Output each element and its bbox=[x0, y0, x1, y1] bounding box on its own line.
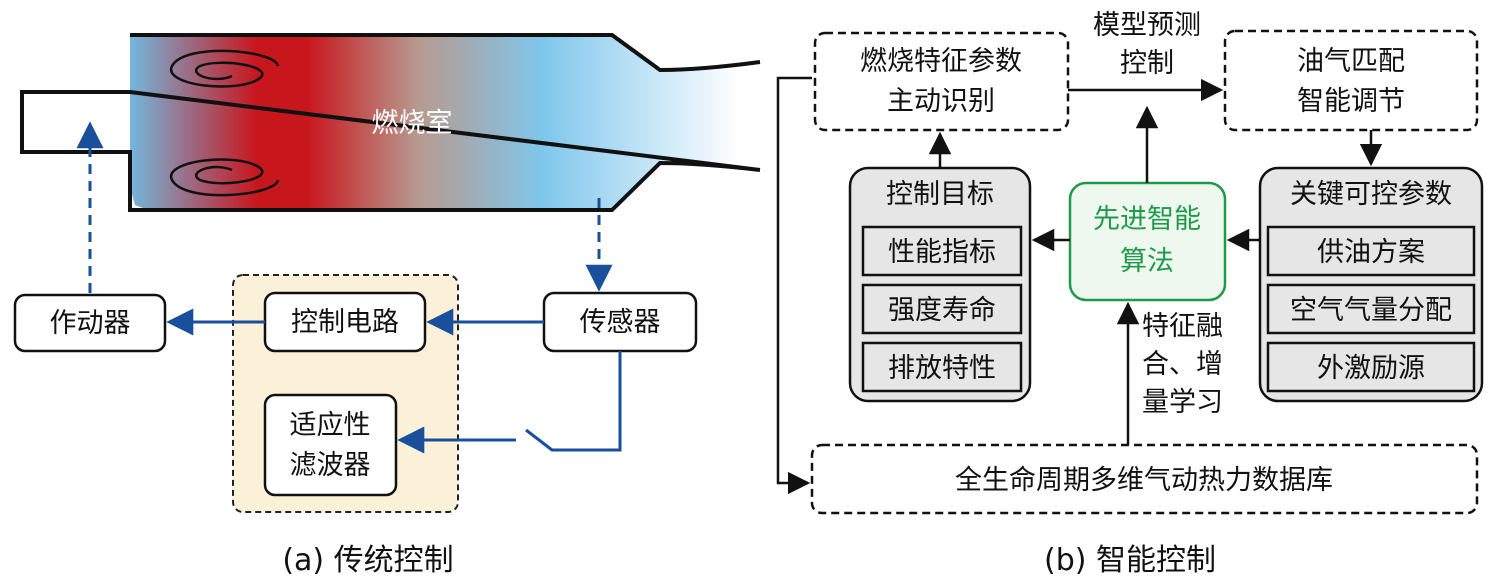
feature-fusion-label-2: 合、增 bbox=[1142, 349, 1223, 380]
control-target-item: 排放特性 bbox=[888, 353, 996, 384]
key-parameter-item: 空气气量分配 bbox=[1290, 295, 1452, 326]
key-parameters-box: 关键可控参数 供油方案 空气气量分配 外激励源 bbox=[1258, 166, 1484, 403]
svg-text:全生命周期多维气动热力数据库: 全生命周期多维气动热力数据库 bbox=[955, 465, 1333, 496]
caption-a: (a) 传统控制 bbox=[282, 543, 453, 578]
svg-text:油气匹配: 油气匹配 bbox=[1297, 46, 1405, 77]
oil-gas-matching-box: 油气匹配 智能调节 bbox=[1223, 29, 1479, 132]
sensor-box: 传感器 bbox=[542, 291, 698, 353]
swirl-top-icon bbox=[169, 49, 280, 88]
control-target-item: 性能指标 bbox=[888, 237, 996, 268]
control-circuit-box: 控制电路 bbox=[263, 291, 427, 353]
control-target-title: 控制目标 bbox=[886, 179, 994, 210]
swirl-bottom-icon bbox=[169, 158, 280, 197]
model-predictive-label-1: 模型预测 bbox=[1093, 10, 1201, 41]
key-parameters-title: 关键可控参数 bbox=[1290, 179, 1452, 210]
panel-b: 燃烧特征参数 主动识别 模型预测 控制 油气匹配 智能调节 控制目标 性能指标 … bbox=[776, 10, 1484, 578]
model-predictive-label-2: 控制 bbox=[1120, 48, 1174, 79]
svg-text:传感器: 传感器 bbox=[580, 307, 661, 338]
feature-fusion-label-3: 量学习 bbox=[1142, 387, 1223, 418]
svg-text:燃烧特征参数: 燃烧特征参数 bbox=[860, 46, 1022, 77]
svg-text:先进智能: 先进智能 bbox=[1093, 204, 1201, 235]
control-target-box: 控制目标 性能指标 强度寿命 排放特性 bbox=[848, 166, 1032, 403]
sensor-switch-line bbox=[525, 351, 622, 452]
panel-a: 燃烧室 作动器 控制电路 传感器 适应性 滤波器 (a) 传统控制 bbox=[13, 33, 761, 578]
database-box: 全生命周期多维气动热力数据库 bbox=[810, 443, 1479, 515]
svg-text:控制电路: 控制电路 bbox=[291, 307, 399, 338]
svg-text:主动识别: 主动识别 bbox=[887, 86, 995, 117]
control-target-item: 强度寿命 bbox=[888, 295, 996, 326]
combustor-outline bbox=[20, 33, 761, 212]
flame-gradient bbox=[130, 35, 740, 210]
actuator-box: 作动器 bbox=[13, 293, 167, 353]
svg-text:滤波器: 滤波器 bbox=[290, 450, 371, 481]
feature-identification-box: 燃烧特征参数 主动识别 bbox=[813, 31, 1070, 132]
svg-text:智能调节: 智能调节 bbox=[1297, 86, 1405, 117]
combustor-label: 燃烧室 bbox=[372, 108, 453, 139]
key-parameter-item: 外激励源 bbox=[1317, 353, 1425, 384]
advanced-algorithm-box: 先进智能 算法 bbox=[1068, 181, 1227, 302]
feedback-bracket-line bbox=[776, 76, 812, 495]
svg-text:作动器: 作动器 bbox=[50, 308, 131, 339]
svg-text:适应性: 适应性 bbox=[290, 410, 371, 441]
svg-text:算法: 算法 bbox=[1120, 246, 1174, 277]
feature-fusion-label-1: 特征融 bbox=[1142, 311, 1223, 342]
caption-b: (b) 智能控制 bbox=[1044, 543, 1216, 578]
adaptive-filter-box: 适应性 滤波器 bbox=[263, 393, 398, 497]
key-parameter-item: 供油方案 bbox=[1317, 237, 1425, 268]
